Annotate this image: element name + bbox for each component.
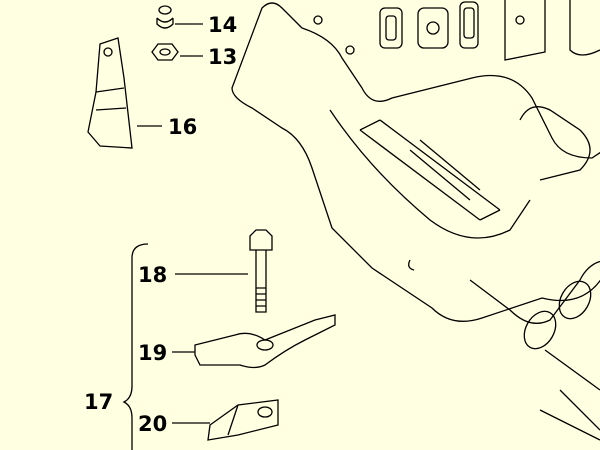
callout-19: 19 xyxy=(138,341,168,365)
callout-17: 17 xyxy=(84,390,114,414)
callout-14: 14 xyxy=(208,13,238,37)
part-14-collar xyxy=(156,5,203,29)
main-frame xyxy=(231,0,600,441)
callout-18: 18 xyxy=(138,263,168,287)
part-20-block xyxy=(172,399,279,441)
part-18-bolt xyxy=(175,229,273,313)
callout-16: 16 xyxy=(168,115,198,139)
group-17-bracket xyxy=(122,243,149,450)
callout-13: 13 xyxy=(208,45,238,69)
callout-20: 20 xyxy=(138,412,168,436)
part-13-nut xyxy=(151,43,203,61)
part-16-cover xyxy=(87,37,162,149)
part-19-bracket xyxy=(172,314,336,369)
